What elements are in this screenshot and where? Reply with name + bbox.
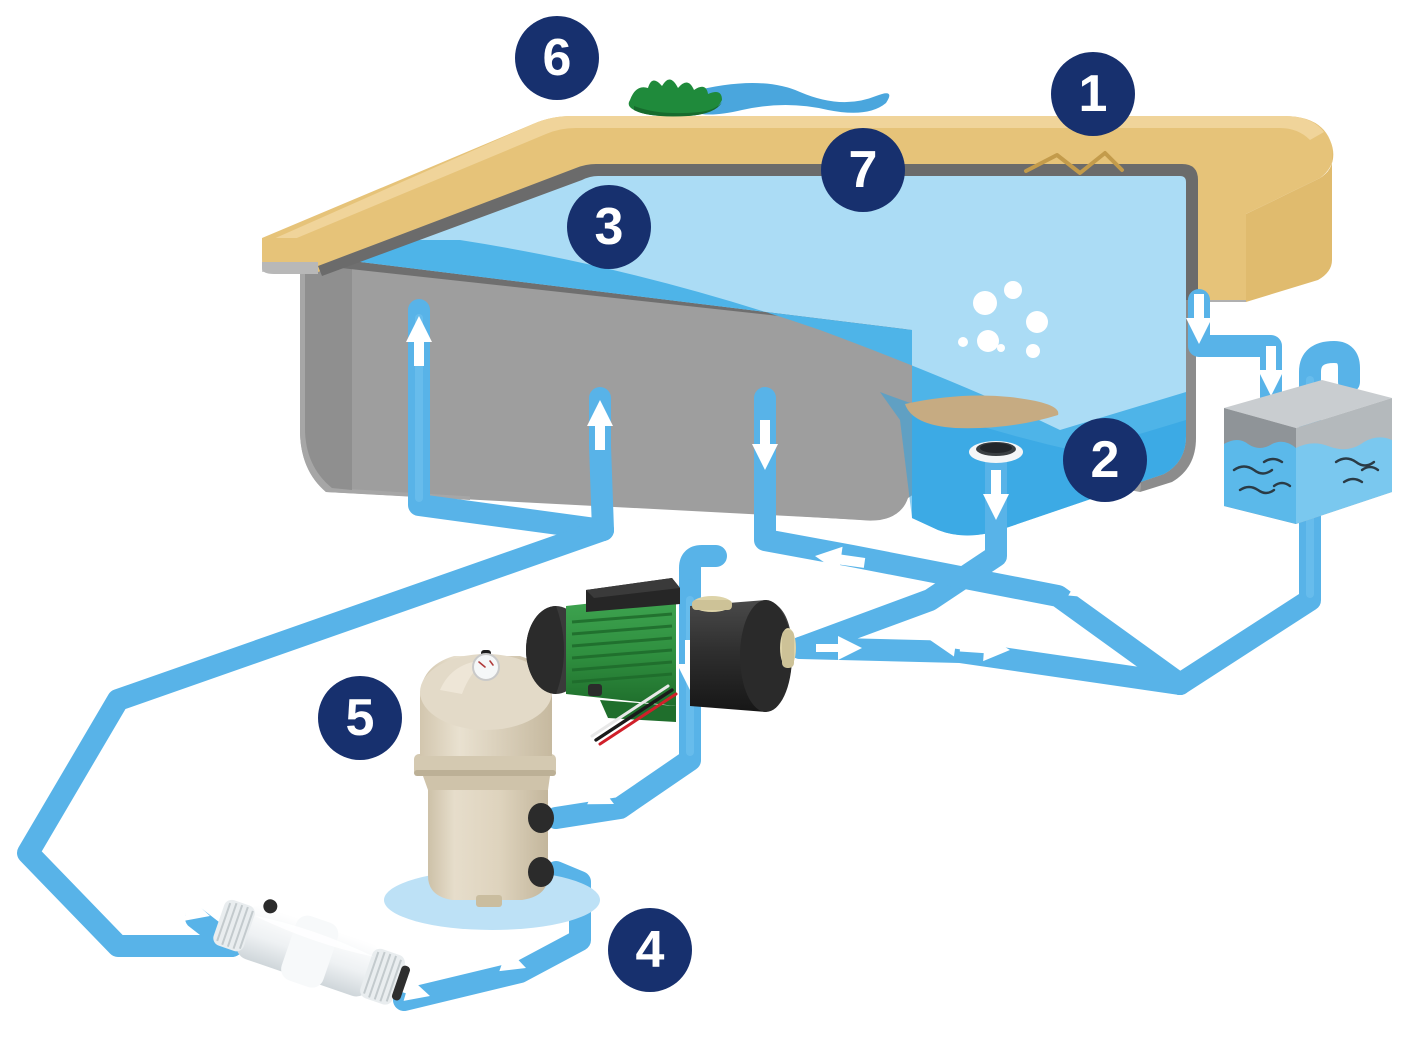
filter-port-lower bbox=[528, 857, 554, 887]
arrow-left-suction-2 bbox=[959, 635, 1010, 662]
filter-clamp-shadow bbox=[414, 770, 556, 776]
filter-foot bbox=[476, 895, 502, 907]
arrow-right-cross-1 bbox=[815, 546, 866, 573]
arrow-up-return-2 bbox=[587, 400, 613, 450]
arrow-down-front bbox=[752, 420, 778, 470]
pump-motor-cap-shade bbox=[526, 606, 564, 694]
arrow-out-sterilizer bbox=[164, 897, 210, 921]
arrow-down-skimmer-2 bbox=[1258, 346, 1284, 396]
badge-2[interactable]: 2 bbox=[1063, 418, 1147, 502]
pump-fitting-side-collar bbox=[782, 630, 794, 668]
pump-cooling-fins bbox=[571, 612, 673, 684]
pool-wall-bevel-left bbox=[305, 250, 352, 490]
badge-1[interactable]: 1 bbox=[1051, 52, 1135, 136]
coping-left-tip-shadow bbox=[262, 262, 318, 274]
inline-sterilizer[interactable] bbox=[208, 885, 417, 1016]
badge-3[interactable]: 3 bbox=[567, 185, 651, 269]
arrow-filter-out bbox=[481, 948, 526, 972]
sterilizer-seal-right bbox=[391, 965, 411, 1001]
arrow-left-suction-3 bbox=[1053, 570, 1095, 598]
wire-red bbox=[598, 692, 678, 746]
badge-4[interactable]: 4 bbox=[608, 908, 692, 992]
badge-6[interactable]: 6 bbox=[515, 16, 599, 100]
water-bubbles bbox=[958, 281, 1048, 358]
sand-filter bbox=[384, 650, 600, 930]
wire-white bbox=[590, 684, 670, 738]
pipe-skimmer-down bbox=[1188, 289, 1282, 411]
arrow-up-diagonal bbox=[270, 654, 321, 680]
floor-sediment bbox=[905, 395, 1059, 429]
coping-right-end bbox=[1246, 150, 1333, 302]
coping-wave-mark bbox=[1024, 151, 1124, 175]
pipe-skimmer-out bbox=[1169, 341, 1360, 695]
skimmer-top-face bbox=[1224, 380, 1392, 428]
pump-terminal-top bbox=[586, 578, 680, 598]
arrow-up-return-1 bbox=[406, 316, 432, 366]
pump-housing-front bbox=[740, 600, 792, 712]
filter-lower-body bbox=[428, 768, 548, 900]
skimmer-water-front bbox=[1224, 440, 1296, 524]
flow-arrows bbox=[164, 294, 1323, 1001]
badge-5[interactable]: 5 bbox=[318, 676, 402, 760]
circulation-pump bbox=[526, 578, 796, 746]
main-drain-outlet bbox=[969, 441, 1023, 463]
skimmer-debris bbox=[1232, 457, 1380, 495]
pool-coping bbox=[262, 116, 1334, 302]
wire-black bbox=[594, 688, 674, 742]
pool-water bbox=[318, 141, 1238, 536]
arrow-into-pump bbox=[816, 636, 862, 660]
filter-gauge-dial bbox=[472, 653, 500, 681]
sterilizer-vent-cap bbox=[263, 899, 278, 914]
debris-hose-water bbox=[682, 83, 890, 115]
sterilizer-body-mid bbox=[281, 915, 339, 988]
pipe-pump-discharge bbox=[679, 545, 727, 601]
pump-drain-plug bbox=[588, 684, 602, 696]
arrow-right-cross-2 bbox=[930, 630, 981, 657]
pump-motor-body bbox=[566, 594, 676, 706]
arrow-down-skimmer-1 bbox=[1186, 294, 1212, 344]
floating-debris bbox=[628, 79, 890, 117]
pipe-filter-out bbox=[393, 861, 591, 1011]
sterilizer-highlight bbox=[254, 915, 374, 957]
pump-fitting-top-collar bbox=[692, 600, 732, 610]
arrow-left-suction-1 bbox=[1159, 589, 1210, 616]
skimmer-box bbox=[1224, 380, 1392, 524]
filter-port-upper bbox=[528, 803, 554, 833]
pump-wires bbox=[590, 684, 678, 746]
badge-7[interactable]: 7 bbox=[821, 128, 905, 212]
debris-leaf-clump bbox=[628, 79, 722, 117]
arrow-down-drain bbox=[983, 470, 1009, 520]
pipe-return-diagonal bbox=[17, 519, 614, 957]
pipe-front-downspout bbox=[754, 387, 1191, 695]
arrow-to-filter bbox=[570, 780, 614, 805]
sterilizer-collar-left bbox=[213, 899, 255, 952]
debris-leaf-shadow bbox=[634, 102, 722, 117]
